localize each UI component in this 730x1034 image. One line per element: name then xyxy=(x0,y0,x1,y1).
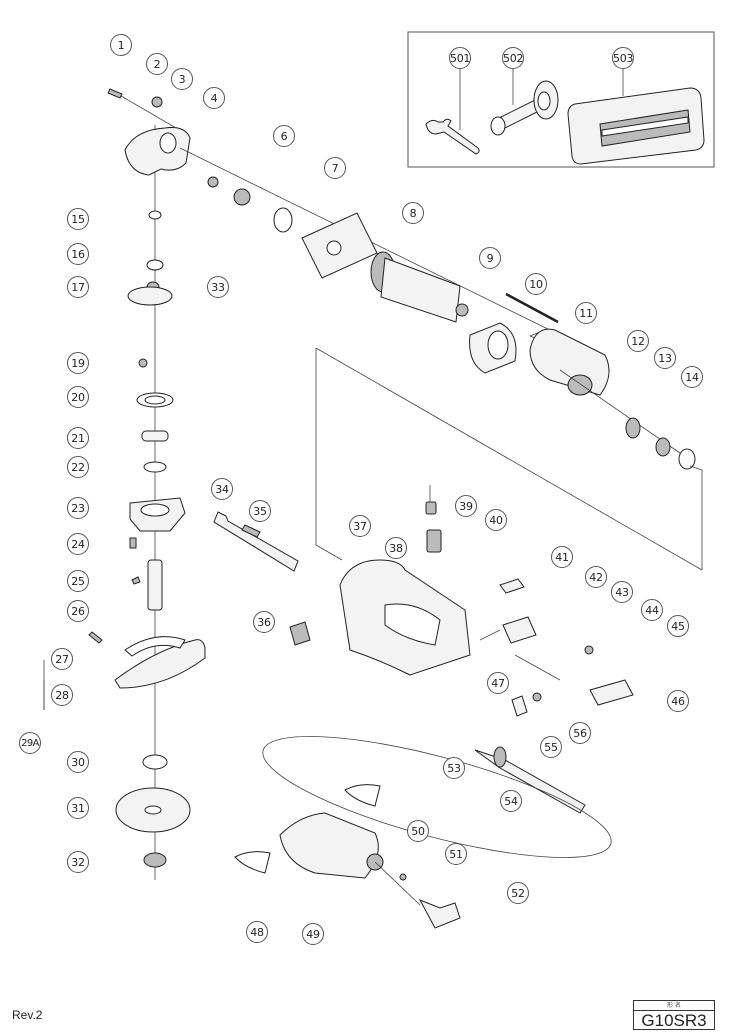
callout-44[interactable]: 44 xyxy=(641,599,663,621)
callout-17[interactable]: 17 xyxy=(67,276,89,298)
callout-31[interactable]: 31 xyxy=(67,797,89,819)
callout-46[interactable]: 46 xyxy=(667,690,689,712)
callout-16[interactable]: 16 xyxy=(67,243,89,265)
callout-30[interactable]: 30 xyxy=(67,751,89,773)
callout-28[interactable]: 28 xyxy=(51,684,73,706)
callout-20[interactable]: 20 xyxy=(67,386,89,408)
callout-7[interactable]: 7 xyxy=(324,157,346,179)
callout-19[interactable]: 19 xyxy=(67,352,89,374)
callout-24[interactable]: 24 xyxy=(67,533,89,555)
callout-54[interactable]: 54 xyxy=(500,790,522,812)
callout-12[interactable]: 12 xyxy=(627,330,649,352)
model-box: 形 名 G10SR3 xyxy=(633,1000,715,1030)
callout-23[interactable]: 23 xyxy=(67,497,89,519)
stator-drawing xyxy=(529,328,610,396)
callout-22[interactable]: 22 xyxy=(67,456,89,478)
armature-drawing xyxy=(370,251,469,323)
callout-4[interactable]: 4 xyxy=(203,87,225,109)
callout-10[interactable]: 10 xyxy=(525,273,547,295)
callout-27[interactable]: 27 xyxy=(51,648,73,670)
callout-501[interactable]: 501 xyxy=(449,47,471,69)
callout-6[interactable]: 6 xyxy=(273,125,295,147)
accessories-frame xyxy=(407,31,715,168)
callout-26[interactable]: 26 xyxy=(67,600,89,622)
callout-53[interactable]: 53 xyxy=(443,757,465,779)
callout-51[interactable]: 51 xyxy=(445,843,467,865)
callout-29A[interactable]: 29A xyxy=(19,732,41,754)
housing-drawing xyxy=(339,559,471,676)
callout-40[interactable]: 40 xyxy=(485,509,507,531)
callout-41[interactable]: 41 xyxy=(551,546,573,568)
callout-37[interactable]: 37 xyxy=(349,515,371,537)
callout-38[interactable]: 38 xyxy=(385,537,407,559)
callout-50[interactable]: 50 xyxy=(407,820,429,842)
callout-56[interactable]: 56 xyxy=(569,722,591,744)
callout-11[interactable]: 11 xyxy=(575,302,597,324)
callout-49[interactable]: 49 xyxy=(302,923,324,945)
callout-55[interactable]: 55 xyxy=(540,736,562,758)
callout-21[interactable]: 21 xyxy=(67,427,89,449)
callout-2[interactable]: 2 xyxy=(146,53,168,75)
gear-case-drawing xyxy=(124,127,191,176)
revision-label: Rev.2 xyxy=(12,1008,43,1022)
callout-3[interactable]: 3 xyxy=(171,68,193,90)
callout-47[interactable]: 47 xyxy=(487,672,509,694)
callout-52[interactable]: 52 xyxy=(507,882,529,904)
wrench-501-drawing xyxy=(425,68,480,155)
model-name: G10SR3 xyxy=(641,1011,707,1030)
callout-13[interactable]: 13 xyxy=(654,347,676,369)
callout-45[interactable]: 45 xyxy=(667,615,689,637)
callout-35[interactable]: 35 xyxy=(249,500,271,522)
callout-42[interactable]: 42 xyxy=(585,566,607,588)
callout-8[interactable]: 8 xyxy=(402,202,424,224)
callout-48[interactable]: 48 xyxy=(246,921,268,943)
callout-1[interactable]: 1 xyxy=(110,34,132,56)
callout-9[interactable]: 9 xyxy=(479,247,501,269)
carrying-case-503-drawing xyxy=(567,68,705,165)
side-handle-502-drawing xyxy=(490,68,559,136)
model-header: 形 名 xyxy=(634,1001,714,1011)
callout-14[interactable]: 14 xyxy=(681,366,703,388)
callout-34[interactable]: 34 xyxy=(211,478,233,500)
callout-503[interactable]: 503 xyxy=(612,47,634,69)
tail-cover-drawing xyxy=(279,812,384,879)
callout-39[interactable]: 39 xyxy=(455,495,477,517)
callout-43[interactable]: 43 xyxy=(611,581,633,603)
callout-36[interactable]: 36 xyxy=(253,611,275,633)
callout-32[interactable]: 32 xyxy=(67,851,89,873)
callout-15[interactable]: 15 xyxy=(67,208,89,230)
callout-33[interactable]: 33 xyxy=(207,276,229,298)
callout-502[interactable]: 502 xyxy=(502,47,524,69)
callout-25[interactable]: 25 xyxy=(67,570,89,592)
